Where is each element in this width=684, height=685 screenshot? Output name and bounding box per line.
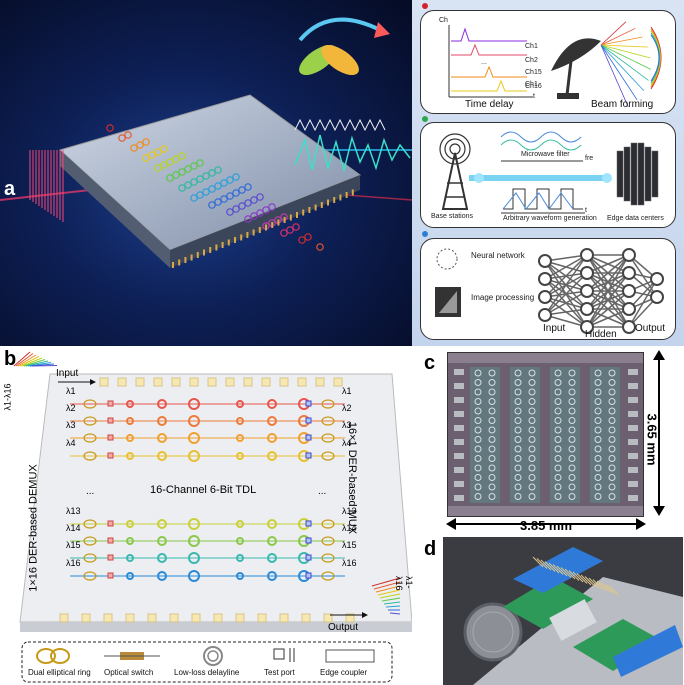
- panel-d-letter: d: [424, 538, 437, 560]
- demux-label: 1×16 DER-based DEMUX: [27, 464, 40, 592]
- output-label: Output: [328, 622, 359, 633]
- microwave-filter-label: Microwave filter: [521, 151, 570, 158]
- left-lambda-label: λ2: [66, 403, 76, 413]
- neural-network-text: Neural network: [471, 251, 525, 260]
- input-layer-label: Input: [543, 323, 566, 334]
- width-label: 3.85 mm: [520, 518, 573, 533]
- chip-illustration-svg: [0, 17, 412, 268]
- height-label: 3.65 mm: [644, 413, 660, 466]
- output-lambda-label: λ1-λ16: [394, 576, 414, 591]
- panel-b-letter: b: [4, 348, 17, 370]
- ch-label-1: Ch1: [525, 43, 538, 50]
- time-delay-graphic: [448, 21, 662, 108]
- awg-t-label: t: [585, 207, 587, 214]
- awg-label: Arbitrary waveform generation: [503, 215, 597, 222]
- comm-dot: [422, 116, 428, 122]
- right-dots: ...: [318, 486, 327, 497]
- chip-micrograph-svg: [448, 353, 643, 516]
- comm-graphic: [439, 131, 659, 214]
- right-lambda-label: λ1: [342, 386, 352, 396]
- left-lambda-label: λ1: [66, 386, 76, 396]
- legend-optical-switch: Optical switch: [104, 668, 154, 677]
- width-arrow: [446, 518, 646, 530]
- applications-panel: Ch Ch1 Ch1 Ch2 ... Ch15 Ch16 t Time dela…: [412, 0, 684, 346]
- left-dots: ...: [86, 486, 95, 497]
- panel-c-letter: c: [424, 352, 436, 374]
- t-axis-label: t: [533, 93, 535, 100]
- left-lambda-label: λ15: [66, 540, 81, 550]
- image-processing-label: Image processing: [471, 293, 535, 302]
- packaged-module-photo: [443, 537, 683, 685]
- right-lambda-label: λ13: [342, 506, 357, 516]
- beam-forming-label: Beam forming: [591, 99, 654, 110]
- left-lambda-label: λ14: [66, 523, 81, 533]
- left-lambda-label: λ3: [66, 420, 76, 430]
- legend-edge-coupler: Edge coupler: [320, 668, 368, 677]
- ch-label-2: Ch2: [525, 57, 538, 64]
- packaged-module-svg: [443, 537, 683, 685]
- left-lambda-label: λ13: [66, 506, 81, 516]
- ch-ellipsis: ...: [481, 59, 487, 66]
- fre-label: fre: [585, 155, 594, 162]
- nn-box: Neural network Image processing Input Hi…: [420, 238, 676, 340]
- time-delay-box: Ch Ch1 Ch1 Ch2 ... Ch15 Ch16 t Time dela…: [420, 10, 676, 114]
- nn-graphic: [435, 248, 664, 334]
- chip-illustration: [0, 0, 412, 346]
- edge-data-centers-label: Edge data centers: [607, 215, 664, 222]
- right-lambda-label: λ3: [342, 420, 352, 430]
- ch-axis-label: Ch: [439, 17, 448, 24]
- time-delay-dot: [422, 3, 428, 9]
- ch-label-16: Ch16: [525, 83, 542, 90]
- legend-test-port: Test port: [264, 668, 295, 677]
- panel-b: b Dual elliptical ring Optical switch Lo…: [0, 346, 414, 685]
- legend-dual-ring: Dual elliptical ring: [28, 668, 91, 677]
- right-lambda-label: λ14: [342, 523, 357, 533]
- chip-micrograph: [447, 352, 644, 517]
- right-lambda-label: λ15: [342, 540, 357, 550]
- tdl-label: 16-Channel 6-Bit TDL: [150, 484, 257, 496]
- input-lambda-label: λ1-λ16: [2, 383, 13, 411]
- time-delay-label: Time delay: [465, 99, 514, 110]
- ch1-label: Ch1: [525, 81, 538, 88]
- nn-dot: [422, 231, 428, 237]
- left-lambda-label: λ4: [66, 438, 76, 448]
- output-layer-label: Output: [635, 323, 666, 334]
- right-lambda-label: λ4: [342, 438, 352, 448]
- base-stations-label: Base stations: [431, 213, 474, 220]
- comm-box: Microwave filter fre Arbitrary waveform …: [420, 122, 676, 228]
- input-label: Input: [56, 368, 79, 379]
- legend-delayline: Low-loss delayline: [174, 668, 240, 677]
- ch-label-15: Ch15: [525, 69, 542, 76]
- panel-a-letter: a: [4, 178, 16, 200]
- right-lambda-label: λ2: [342, 403, 352, 413]
- tdl-schematic: [13, 351, 412, 683]
- chip-body: [59, 94, 362, 251]
- left-lambda-label: λ16: [66, 558, 81, 568]
- neural-network-label-1: Neural network: [471, 251, 525, 260]
- height-arrow: [653, 350, 665, 516]
- hidden-layer-label: Hidden: [585, 329, 617, 340]
- right-lambda-label: λ16: [342, 558, 357, 568]
